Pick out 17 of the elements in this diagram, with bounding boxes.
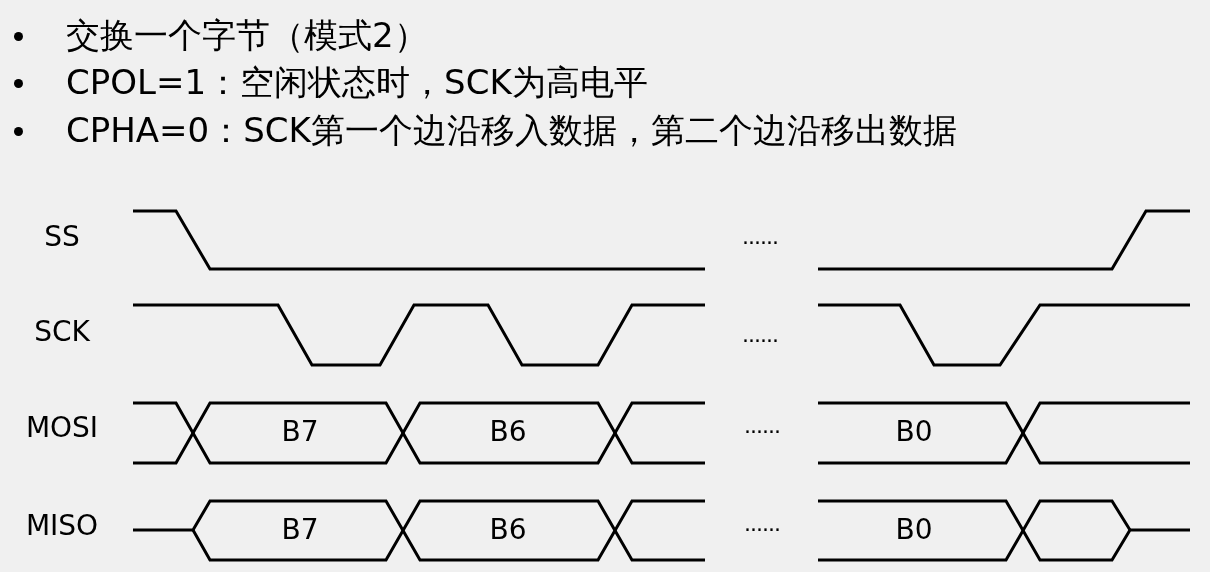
signal-label: SS: [44, 223, 80, 251]
signal-label: MISO: [25, 512, 99, 540]
bit-label: B7: [281, 418, 319, 446]
bit-label: B6: [489, 418, 527, 446]
bullet-text: CPOL=1：空闲状态时，SCK为高电平: [66, 65, 648, 99]
signal-label: MOSI: [25, 414, 99, 442]
bullet-text: CPHA=0：SCK第一个边沿移入数据，第二个边沿移出数据: [66, 113, 957, 147]
bit-label: B0: [895, 418, 933, 446]
ellipsis: ......: [744, 513, 780, 535]
bullet-text: 交换一个字节（模式2）: [66, 18, 428, 52]
ellipsis: ......: [742, 324, 778, 346]
ellipsis: ......: [742, 226, 778, 248]
bit-label: B7: [281, 516, 319, 544]
signal-label: SCK: [34, 318, 90, 346]
bit-label: B0: [895, 516, 933, 544]
bit-label: B6: [489, 516, 527, 544]
ellipsis: ......: [744, 415, 780, 437]
